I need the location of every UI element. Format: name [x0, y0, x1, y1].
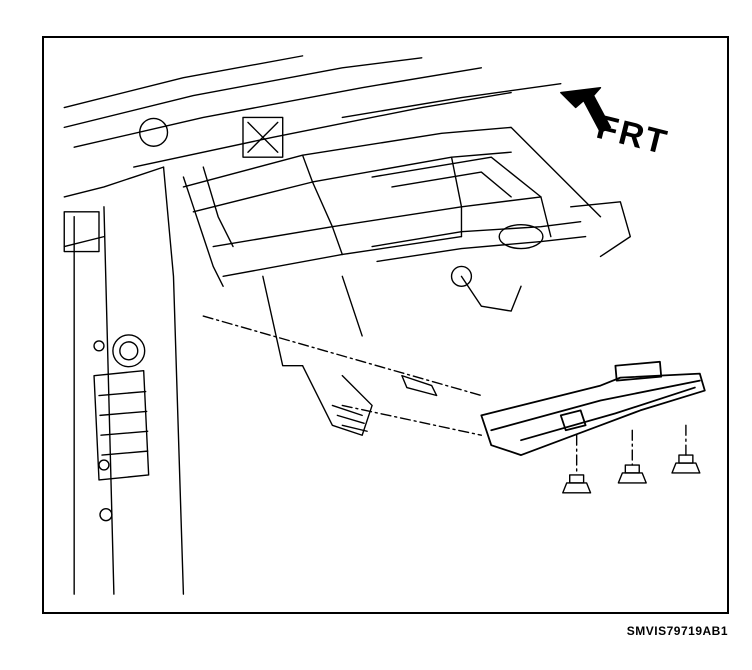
pedal-assembly: [262, 275, 438, 436]
steering-column: [371, 156, 631, 312]
figure-id: SMVIS79719AB1: [626, 624, 728, 638]
illustration-frame: FRT: [42, 36, 729, 614]
front-direction-arrow-icon: [560, 86, 612, 134]
fastener-nut: [671, 454, 701, 474]
center-bracket: [182, 116, 284, 287]
alignment-lines: [202, 315, 687, 476]
left-vent-assembly: [93, 334, 150, 522]
fastener-nut: [617, 464, 647, 484]
lower-cover-panel: [480, 360, 706, 456]
windshield-cowl-lines: [63, 55, 562, 168]
fastener-nut: [562, 474, 592, 494]
a-pillar-structure: [63, 117, 185, 595]
fastener-nuts: [562, 454, 701, 494]
instrument-panel-line-drawing: [63, 55, 706, 595]
cross-car-beam: [182, 126, 602, 278]
